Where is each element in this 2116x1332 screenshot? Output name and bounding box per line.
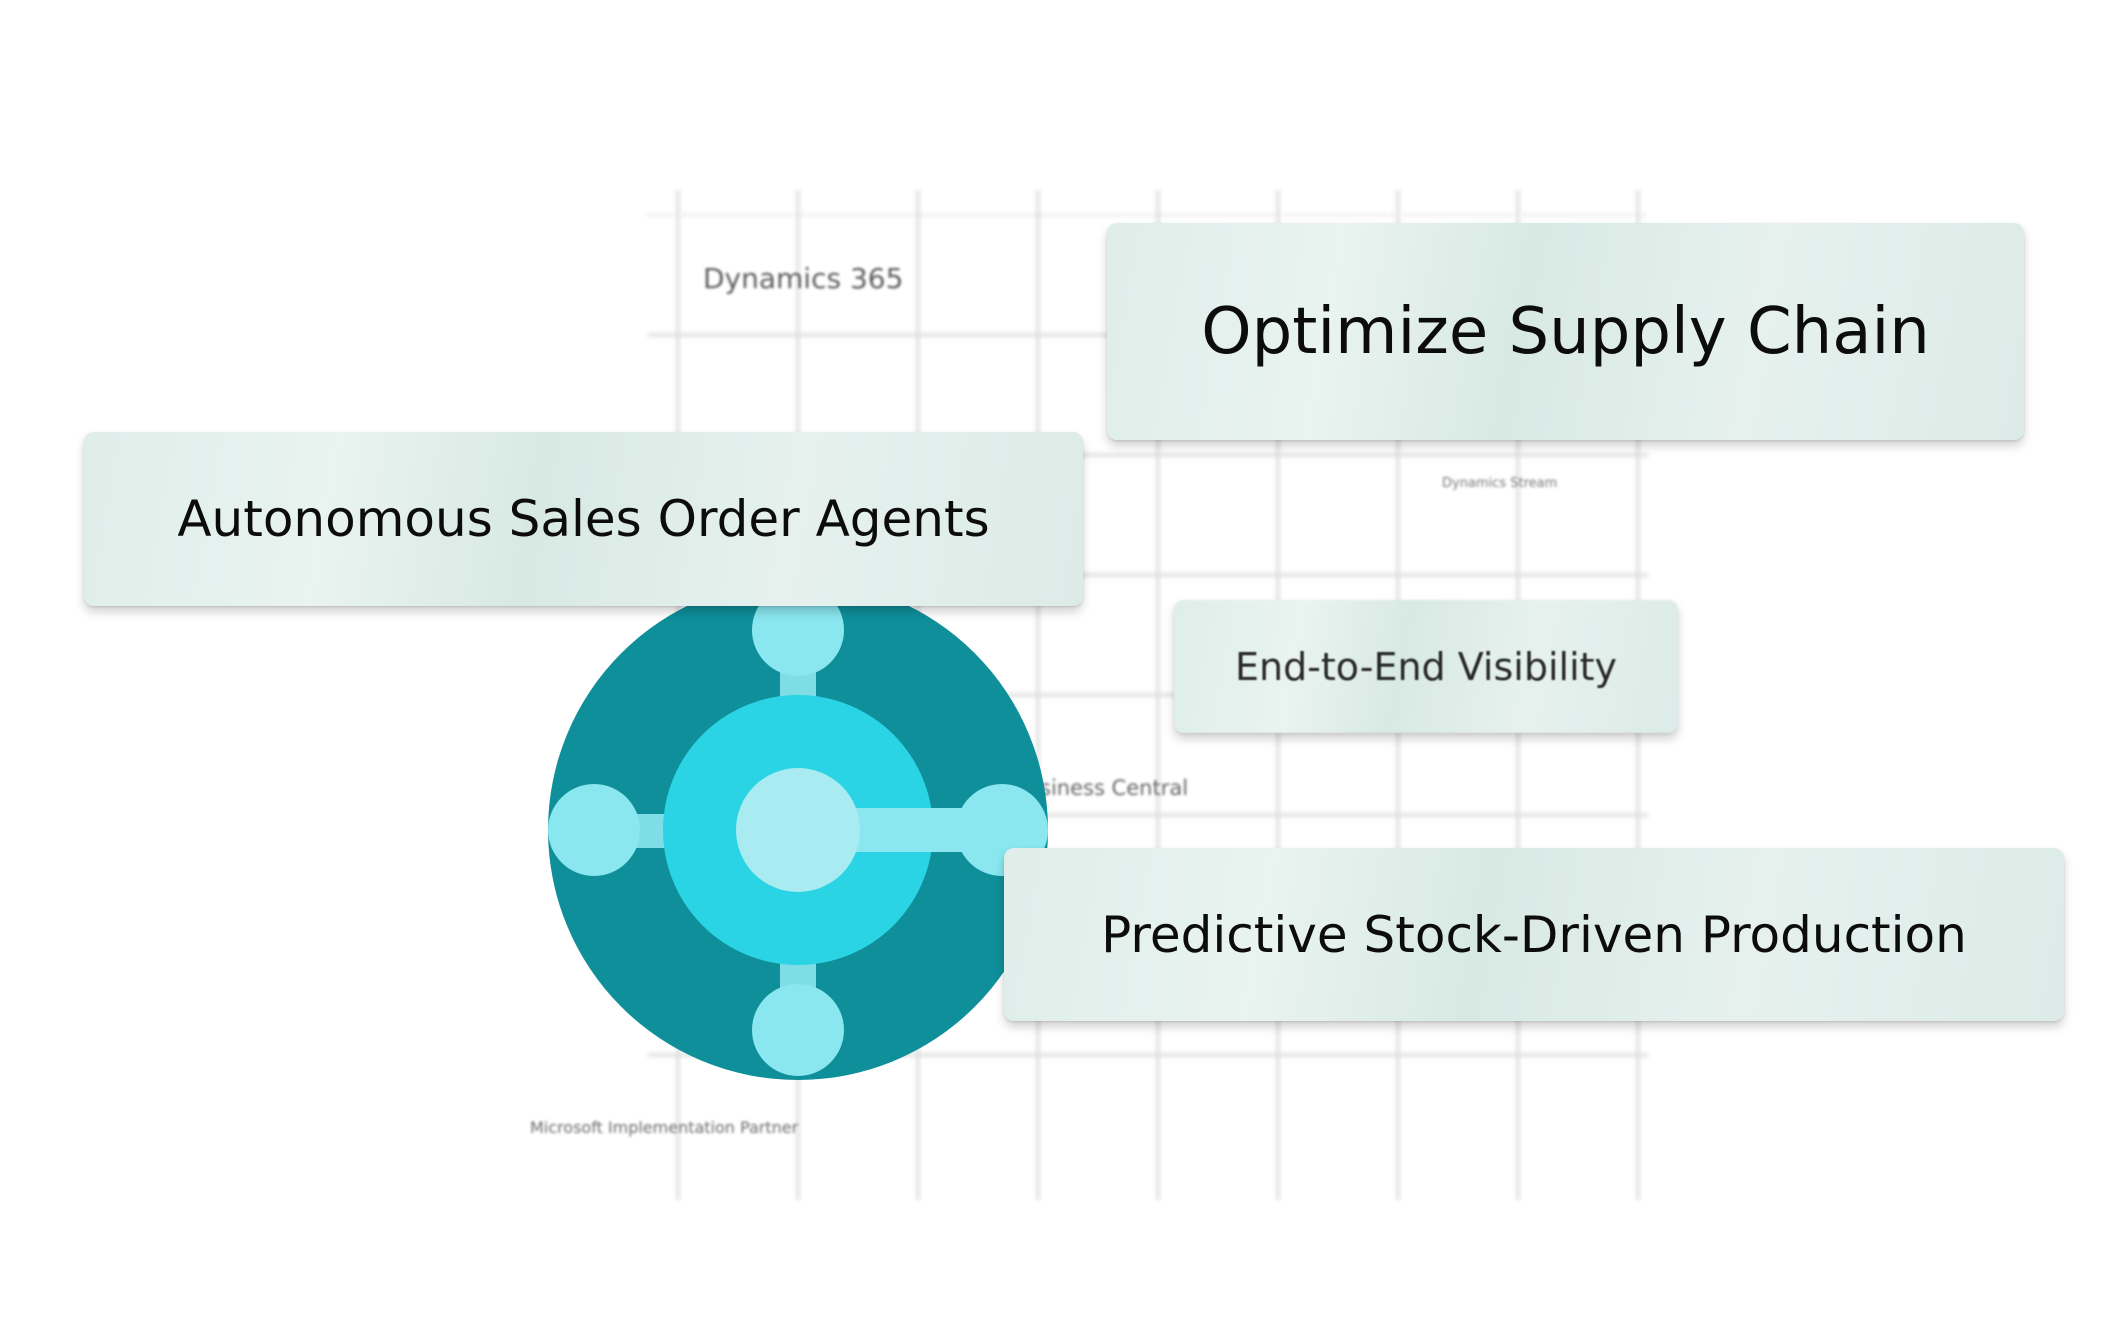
business-central-logo-icon [548, 580, 1048, 1080]
background-dynamics-label: Dynamics 365 [703, 262, 904, 295]
supply-chain-card-label: Optimize Supply Chain [1201, 294, 1930, 369]
background-stream-label: Dynamics Stream [1442, 476, 1558, 491]
logo-top-node [752, 584, 844, 676]
visibility-card: End-to-End Visibility [1174, 600, 1678, 733]
production-card-label: Predictive Stock-Driven Production [1101, 905, 1967, 964]
logo-center-node [736, 768, 860, 892]
sales-agents-card: Autonomous Sales Order Agents [84, 432, 1083, 606]
background-business-central-label: siness Central [1040, 776, 1189, 800]
background-partner-label: Microsoft Implementation Partner [530, 1118, 799, 1137]
supply-chain-card: Optimize Supply Chain [1107, 223, 2024, 440]
logo-left-node [548, 784, 640, 876]
visibility-card-label: End-to-End Visibility [1234, 644, 1618, 689]
sales-agents-card-label: Autonomous Sales Order Agents [177, 490, 990, 548]
logo-bottom-node [752, 984, 844, 1076]
production-card: Predictive Stock-Driven Production [1004, 848, 2064, 1021]
